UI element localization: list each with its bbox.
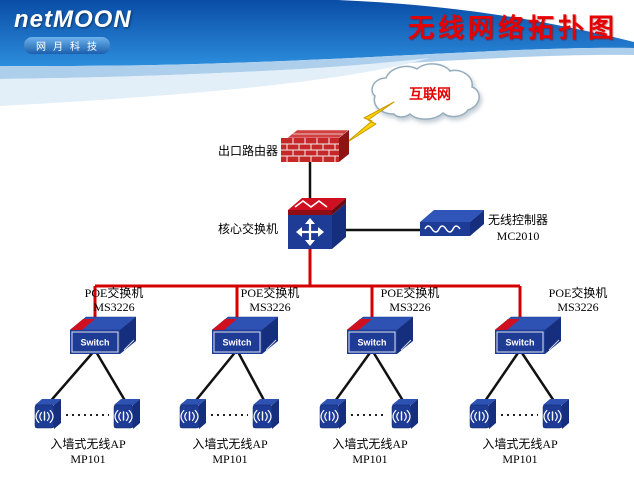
poe-switch-icon: Switch	[70, 316, 136, 354]
router-label: 出口路由器	[217, 144, 278, 158]
header-light-swoosh	[0, 47, 634, 79]
poe-switch-label: POE交换机 MS3226	[548, 286, 608, 314]
router-icon	[281, 129, 349, 162]
header-band	[0, 0, 634, 67]
ap-group-label: 入墙式无线AP MP101	[332, 437, 408, 466]
ap-icon	[469, 399, 496, 429]
controller-model: MC2010	[496, 229, 540, 243]
header-white-corner	[338, 0, 634, 42]
poe-switch-label: POE交换机 MS3226	[84, 286, 144, 314]
svg-text:Switch: Switch	[80, 338, 109, 348]
logo: netMOON 网月科技	[14, 6, 132, 54]
lightning-icon	[345, 101, 395, 144]
svg-text:Switch: Switch	[357, 338, 386, 348]
core-switch-label: 核心交换机	[217, 222, 278, 236]
ap-icon	[319, 399, 346, 429]
controller-name: 无线控制器	[487, 213, 548, 227]
wireless-controller-icon	[420, 210, 484, 236]
core-switch-icon	[288, 198, 346, 249]
poe-switch-icon: Switch	[212, 316, 278, 354]
logo-text: netMOON	[14, 6, 132, 33]
cloud-icon	[371, 63, 480, 120]
ap-icon	[542, 399, 569, 429]
ap-group-label: 入墙式无线AP MP101	[192, 437, 268, 466]
ap-icon	[391, 399, 418, 429]
internet-node: 互联网	[362, 60, 498, 124]
logo-subtitle: 网月科技	[24, 37, 110, 54]
ap-icon	[252, 399, 279, 429]
header-banner	[0, 0, 634, 106]
page-title: 无线网络拓扑图	[407, 14, 618, 43]
header-pale-swoosh	[0, 58, 430, 106]
internet-label: 互联网	[409, 88, 451, 103]
poe-switch-icon: Switch	[495, 316, 561, 354]
ap-icon	[113, 399, 140, 429]
poe-switch-label: POE交换机 MS3226	[240, 286, 300, 314]
svg-text:Switch: Switch	[505, 338, 534, 348]
controller-label: 无线控制器 MC2010	[484, 212, 552, 244]
ap-icon	[34, 399, 61, 429]
svg-text:Switch: Switch	[222, 338, 251, 348]
ap-group-label: 入墙式无线AP MP101	[50, 437, 126, 466]
poe-switch-icon: Switch	[347, 316, 413, 354]
poe-switch-label: POE交换机 MS3226	[380, 286, 440, 314]
ap-icon	[179, 399, 206, 429]
ap-group-label: 入墙式无线AP MP101	[482, 437, 558, 466]
